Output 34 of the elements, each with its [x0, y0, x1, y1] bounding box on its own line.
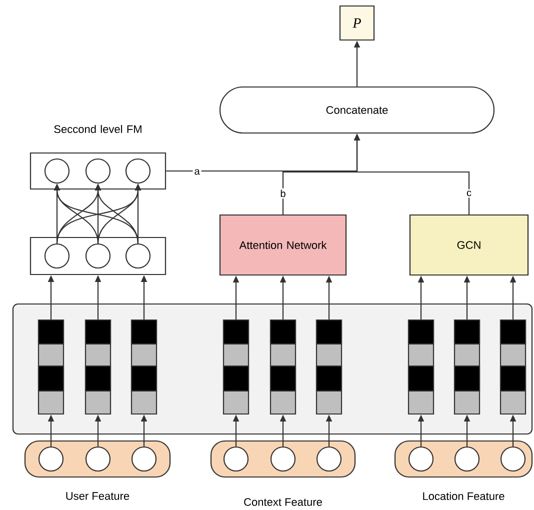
embedding-bar	[316, 319, 342, 415]
input-circle	[38, 446, 64, 472]
neuron-circle	[85, 158, 111, 184]
neuron-circle	[125, 158, 151, 184]
input-circle	[131, 446, 157, 472]
edge-label: c	[465, 189, 473, 198]
embedding-bar	[222, 319, 250, 415]
embedding-bar	[84, 319, 112, 415]
input-circle	[408, 446, 434, 472]
embedding-bar	[454, 319, 480, 415]
merge-box: Concatenate	[219, 86, 495, 134]
embedding-bar	[500, 319, 526, 415]
feature-label: Context Feature	[244, 498, 322, 506]
embedding-bar	[408, 319, 434, 415]
input-circle	[454, 446, 480, 472]
embedding-bar	[130, 319, 158, 415]
input-circle	[85, 446, 111, 472]
heading: Seccond level FM	[54, 124, 142, 134]
process-box: GCN	[409, 214, 529, 276]
neuron-circle	[85, 243, 111, 269]
edge-label: a	[192, 168, 202, 176]
process-box: Attention Network	[219, 214, 347, 276]
neuron-circle	[44, 158, 70, 184]
input-circle	[223, 446, 249, 472]
input-circle	[500, 446, 526, 472]
neuron-circle	[125, 243, 151, 269]
feature-label: User Feature	[66, 492, 130, 500]
input-circle	[270, 446, 296, 472]
embedding-bar	[270, 319, 296, 415]
edge-label: b	[278, 188, 288, 199]
neuron-circle	[44, 243, 70, 269]
input-circle	[316, 446, 342, 472]
feature-label: Location Feature	[423, 492, 504, 500]
embedding-bar	[38, 319, 64, 415]
